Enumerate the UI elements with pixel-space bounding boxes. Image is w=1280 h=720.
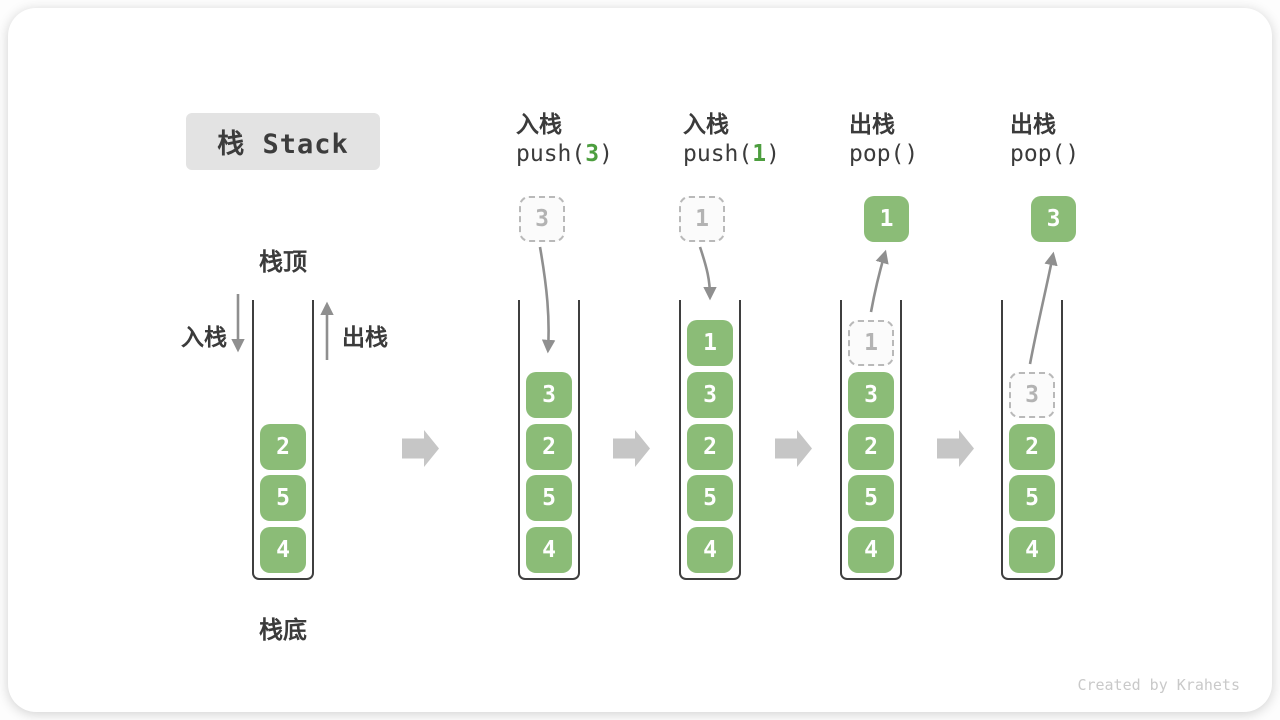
step-label: 出栈 [1010, 111, 1056, 137]
stack-cell: 3 [526, 372, 572, 418]
stack-cell: 1 [687, 320, 733, 366]
step-code: pop() [849, 141, 919, 167]
stack-cell: 3 [687, 372, 733, 418]
pop-direction-label: 出栈 [342, 324, 388, 350]
stack-cell: 5 [848, 475, 894, 521]
stack-cell: 5 [260, 475, 306, 521]
step-label: 出栈 [849, 111, 895, 137]
stack-cell: 4 [526, 527, 572, 573]
step-code: push(1) [683, 141, 780, 167]
stack-cell: 5 [1009, 475, 1055, 521]
stack-cell: 2 [848, 424, 894, 470]
floating-value-box: 1 [679, 196, 725, 242]
watermark: Created by Krahets [1077, 676, 1240, 694]
stack-cell: 4 [260, 527, 306, 573]
stack-cell: 4 [1009, 527, 1055, 573]
stack-bottom-label: 栈底 [259, 617, 307, 644]
stack-cell: 5 [687, 475, 733, 521]
floating-value-box: 3 [1031, 196, 1076, 242]
stack-cell-ghost: 3 [1009, 372, 1055, 418]
stack-top-label: 栈顶 [259, 249, 307, 276]
push-direction-label: 入栈 [181, 324, 227, 350]
step-label: 入栈 [516, 111, 562, 137]
stack-cell: 5 [526, 475, 572, 521]
stack-cell: 2 [1009, 424, 1055, 470]
stack-cell: 2 [526, 424, 572, 470]
step-code: pop() [1010, 141, 1080, 167]
stack-cell: 3 [848, 372, 894, 418]
floating-value-box: 1 [864, 196, 909, 242]
stack-cell-ghost: 1 [848, 320, 894, 366]
stack-cell: 4 [848, 527, 894, 573]
title-badge: 栈 Stack [186, 113, 380, 170]
stack-cell: 4 [687, 527, 733, 573]
stack-cell: 2 [687, 424, 733, 470]
step-code: push(3) [516, 141, 613, 167]
page-title: 栈 Stack [217, 129, 349, 160]
floating-value-box: 3 [519, 196, 565, 242]
step-label: 入栈 [683, 111, 729, 137]
stack-cell: 2 [260, 424, 306, 470]
